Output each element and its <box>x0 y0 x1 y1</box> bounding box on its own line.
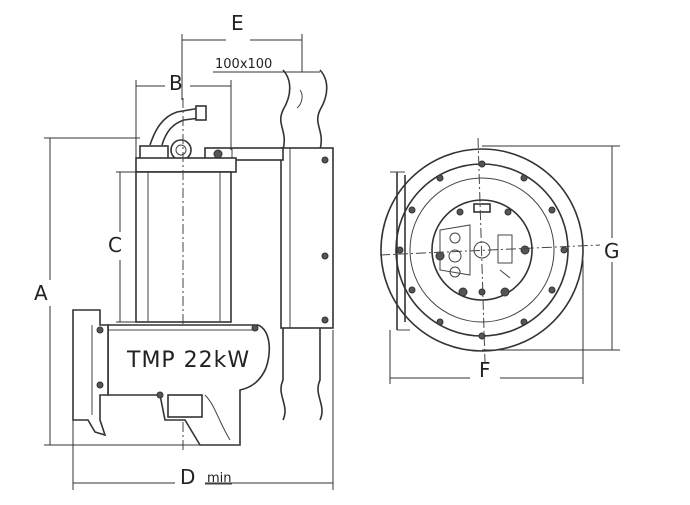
dimension-b: B <box>135 71 232 158</box>
label-g: G <box>604 239 620 263</box>
dimension-d: D min <box>72 330 334 490</box>
side-view: TMP 22kW E 100x100 B C <box>34 11 334 490</box>
pump-model-label: TMP 22kW <box>126 348 250 373</box>
label-f: F <box>479 358 491 382</box>
dimension-rail-size: 100x100 <box>213 57 320 73</box>
motor-housing <box>135 98 232 450</box>
label-d: D <box>180 465 195 489</box>
label-c: C <box>108 233 122 257</box>
label-rail-size: 100x100 <box>215 57 272 72</box>
discharge-bend <box>72 309 109 437</box>
cable-inlet <box>135 105 237 173</box>
guide-rail <box>279 69 334 421</box>
label-a: A <box>34 281 48 305</box>
dimension-g: G <box>482 145 620 351</box>
top-bracket <box>204 147 284 161</box>
label-e: E <box>231 11 244 35</box>
dimension-a: A <box>34 137 200 446</box>
dimension-e: E <box>181 11 303 100</box>
top-view: G F <box>379 137 620 384</box>
label-d-note: min <box>207 471 232 486</box>
volute-casing <box>107 324 271 446</box>
dimension-f: F <box>389 260 584 384</box>
dimension-c: C <box>108 171 136 323</box>
label-b: B <box>169 71 183 95</box>
